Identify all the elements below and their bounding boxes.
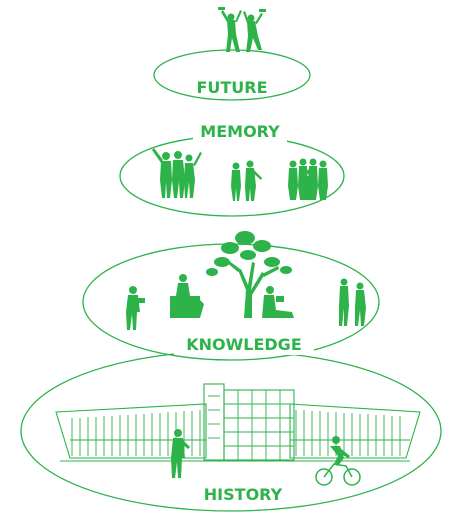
walking-man-icon [171, 429, 190, 478]
history-label: HISTORY [204, 485, 283, 504]
memory-label: MEMORY [200, 122, 280, 141]
knowledge-label: KNOWLEDGE [186, 335, 302, 354]
cyclist-icon [315, 436, 361, 486]
future-label: FUTURE [196, 78, 267, 97]
graduates-jumping-icon [218, 7, 266, 52]
future-ellipse [153, 49, 311, 101]
university-building-icon [55, 383, 421, 486]
tree-and-readers-icon [126, 231, 366, 330]
friends-groups-icon [152, 148, 328, 201]
